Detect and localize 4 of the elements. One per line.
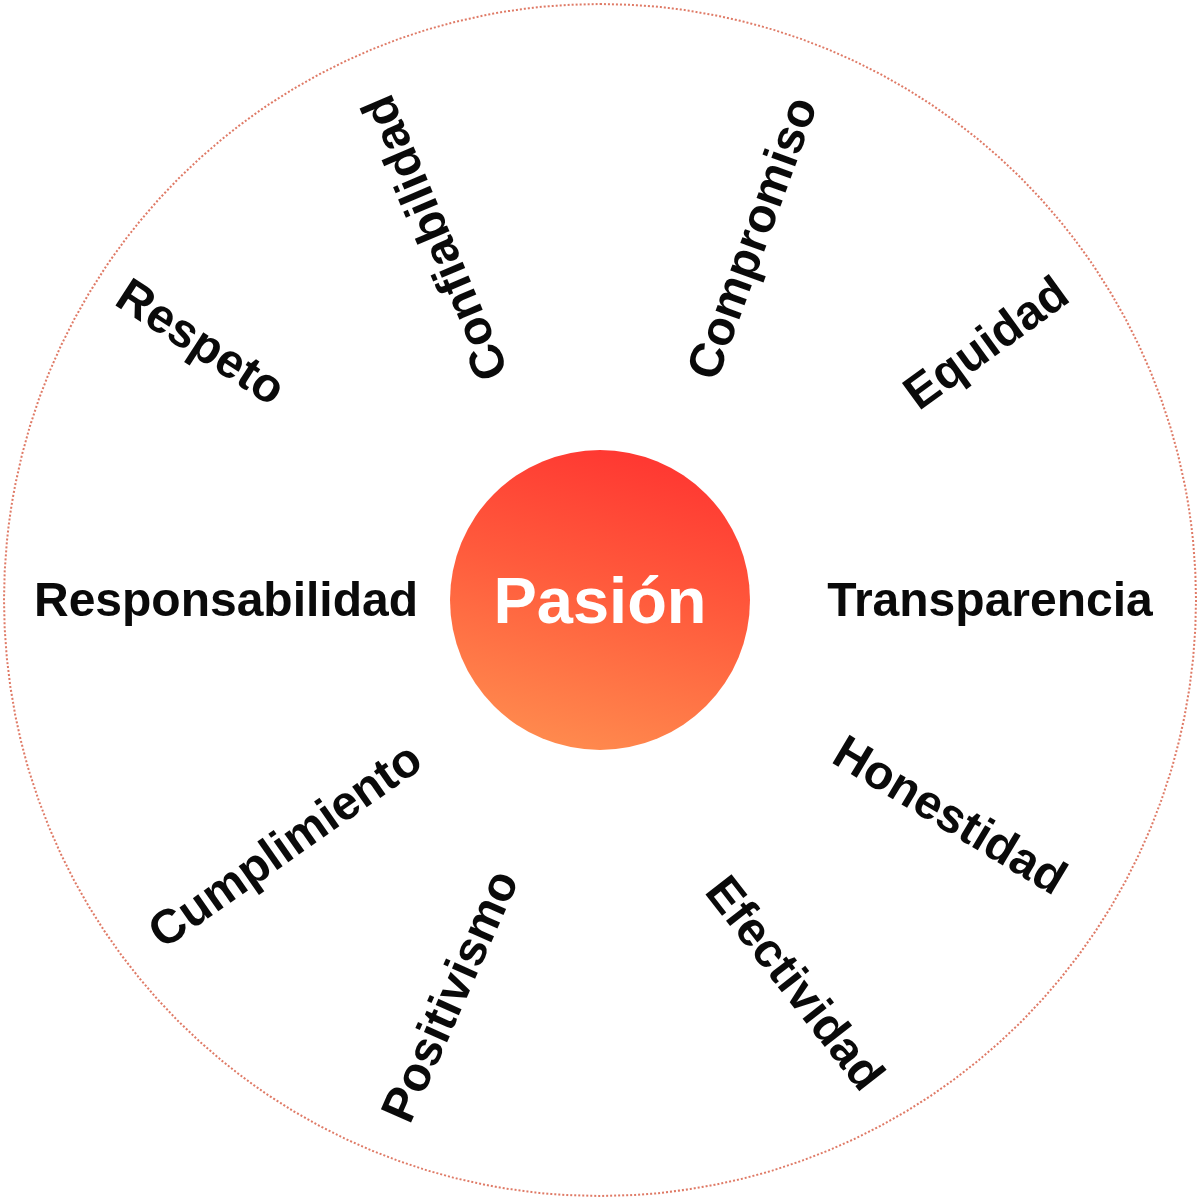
center-label: Pasión	[493, 567, 707, 633]
value-label: Responsabilidad	[33, 576, 419, 624]
dotted-ring	[3, 3, 1197, 1197]
value-label: Transparencia	[827, 576, 1153, 624]
